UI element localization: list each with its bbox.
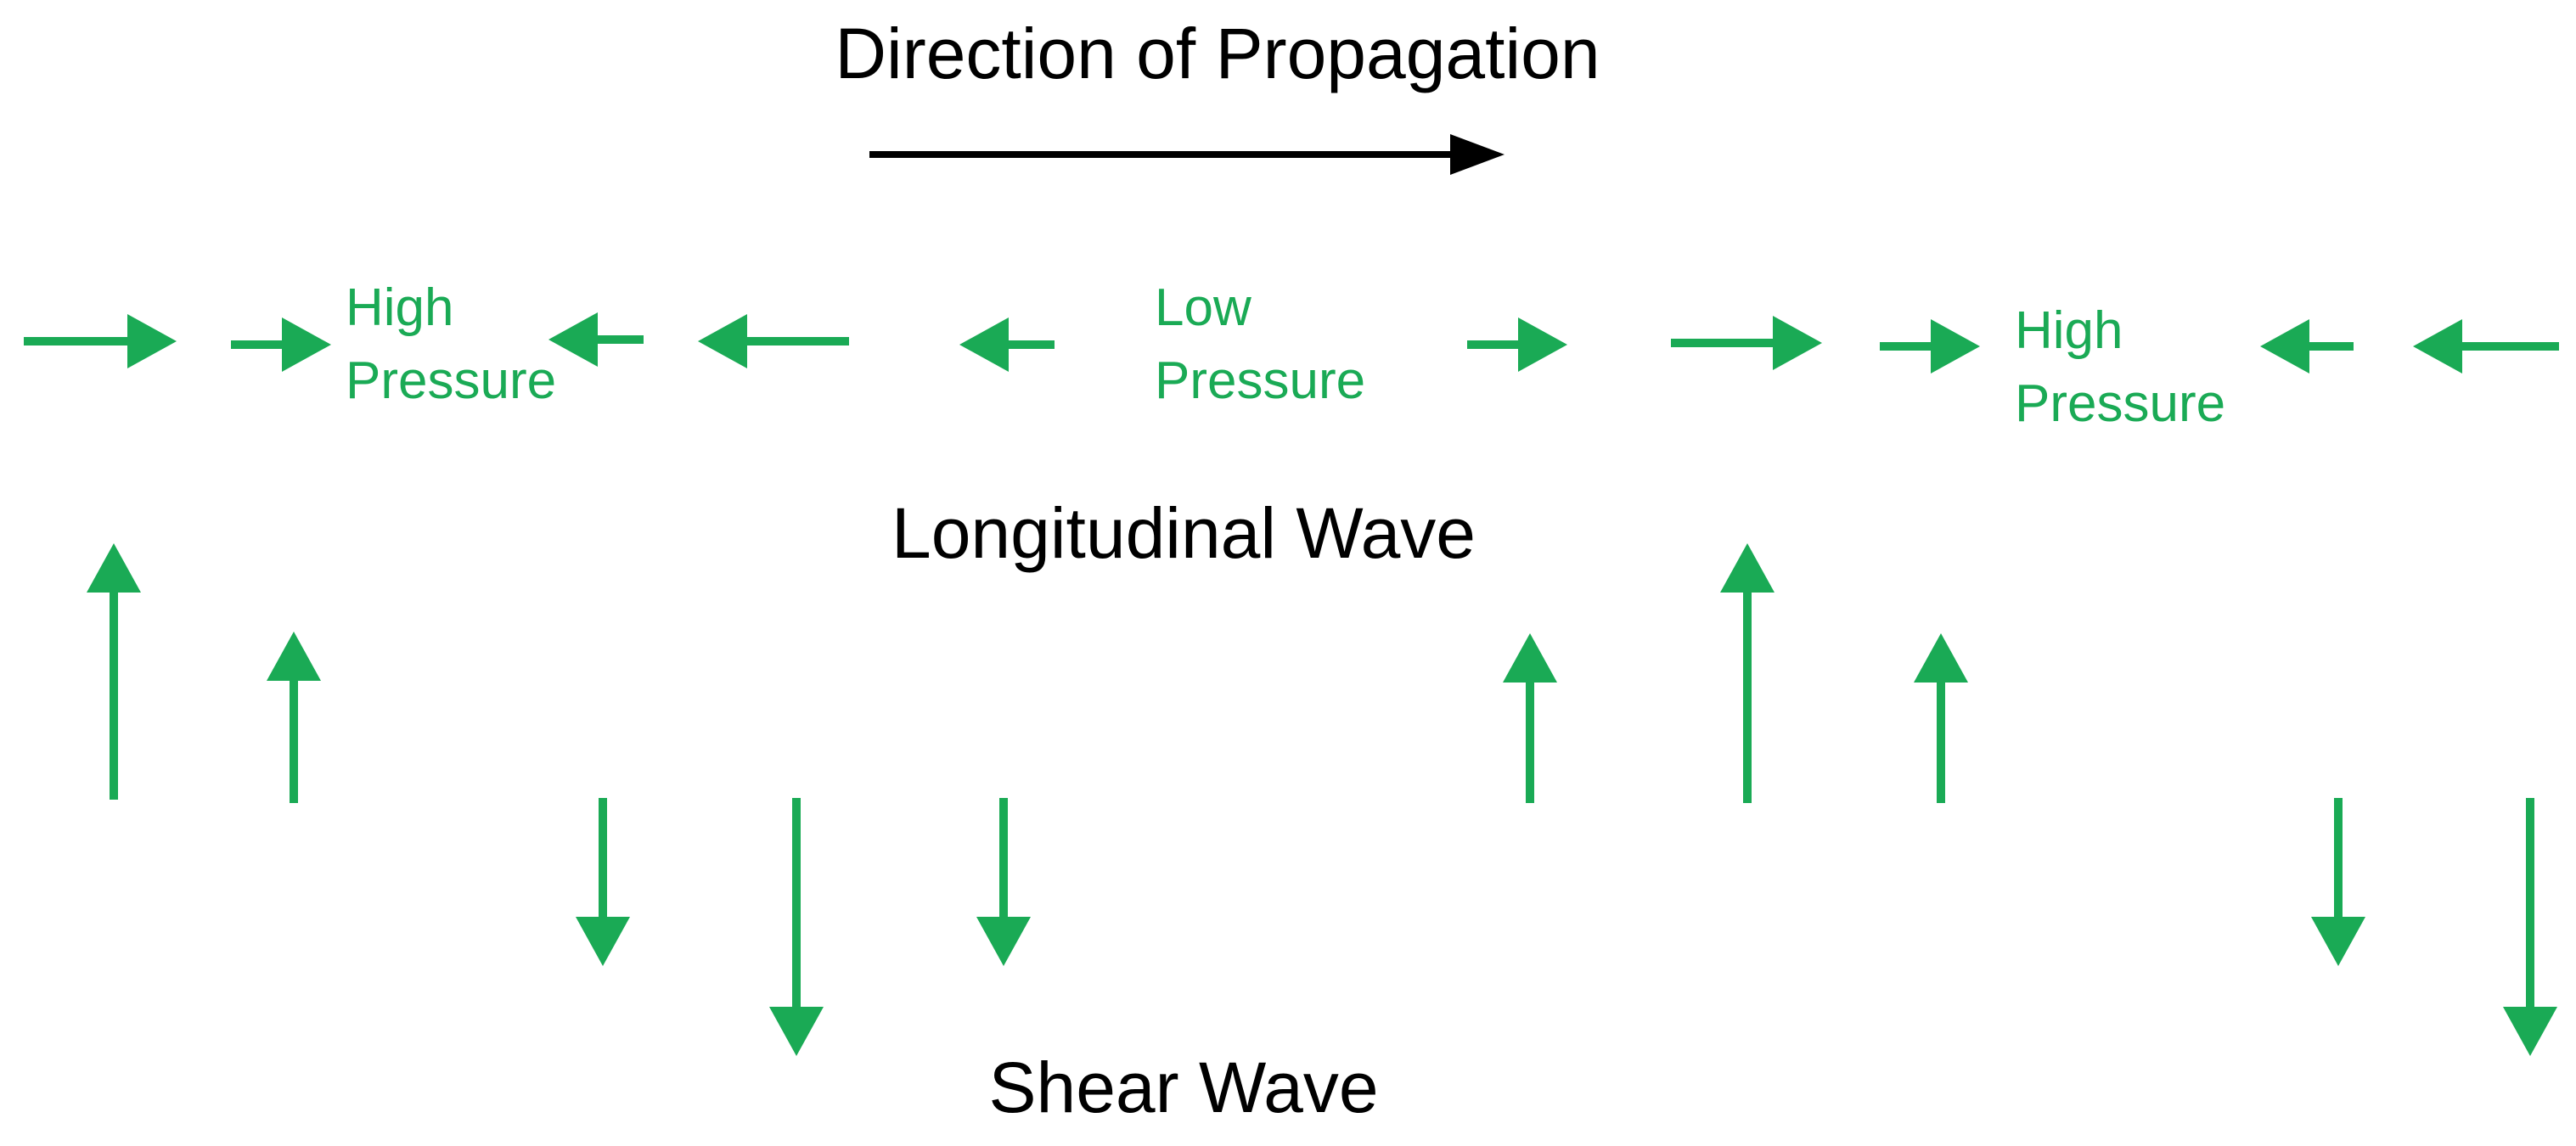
- shear-wave-caption: Shear Wave: [988, 1048, 1378, 1127]
- longitudinal-arrow-right: [1467, 317, 1567, 372]
- particle-motion-arrows: [24, 312, 2559, 1056]
- shear-arrow-down: [576, 798, 630, 966]
- propagation-arrow: [869, 134, 1505, 175]
- shear-arrow-up: [1914, 633, 1968, 803]
- longitudinal-arrow-right: [24, 314, 177, 368]
- label-high-pressure-left: High Pressure: [346, 278, 556, 410]
- label-high-pressure-right-line1: High: [2015, 301, 2123, 360]
- label-high-pressure-left-line2: Pressure: [346, 351, 556, 410]
- shear-arrow-down: [976, 798, 1031, 966]
- longitudinal-arrow-right: [1880, 319, 1980, 374]
- longitudinal-arrow-left: [698, 314, 849, 368]
- shear-arrow-down: [769, 798, 824, 1056]
- longitudinal-arrow-right: [1671, 316, 1822, 370]
- label-low-pressure-line2: Pressure: [1155, 351, 1365, 410]
- label-high-pressure-right: High Pressure: [2015, 301, 2225, 433]
- longitudinal-arrow-left: [548, 312, 644, 367]
- diagram-title: Direction of Propagation: [835, 14, 1600, 93]
- longitudinal-arrow-left: [2413, 319, 2559, 374]
- shear-arrow-up: [1720, 543, 1775, 803]
- shear-arrow-up: [87, 543, 141, 800]
- shear-arrow-up: [1503, 633, 1557, 803]
- shear-arrow-down: [2503, 798, 2557, 1056]
- longitudinal-arrow-right: [231, 317, 331, 372]
- longitudinal-arrow-left: [959, 317, 1055, 372]
- shear-arrow-up: [267, 632, 321, 803]
- label-high-pressure-left-line1: High: [346, 278, 454, 337]
- label-low-pressure-line1: Low: [1155, 278, 1251, 337]
- longitudinal-arrow-left: [2260, 319, 2354, 374]
- label-low-pressure: Low Pressure: [1155, 278, 1365, 410]
- longitudinal-wave-caption: Longitudinal Wave: [891, 493, 1476, 573]
- shear-arrow-down: [2311, 798, 2365, 966]
- label-high-pressure-right-line2: Pressure: [2015, 374, 2225, 433]
